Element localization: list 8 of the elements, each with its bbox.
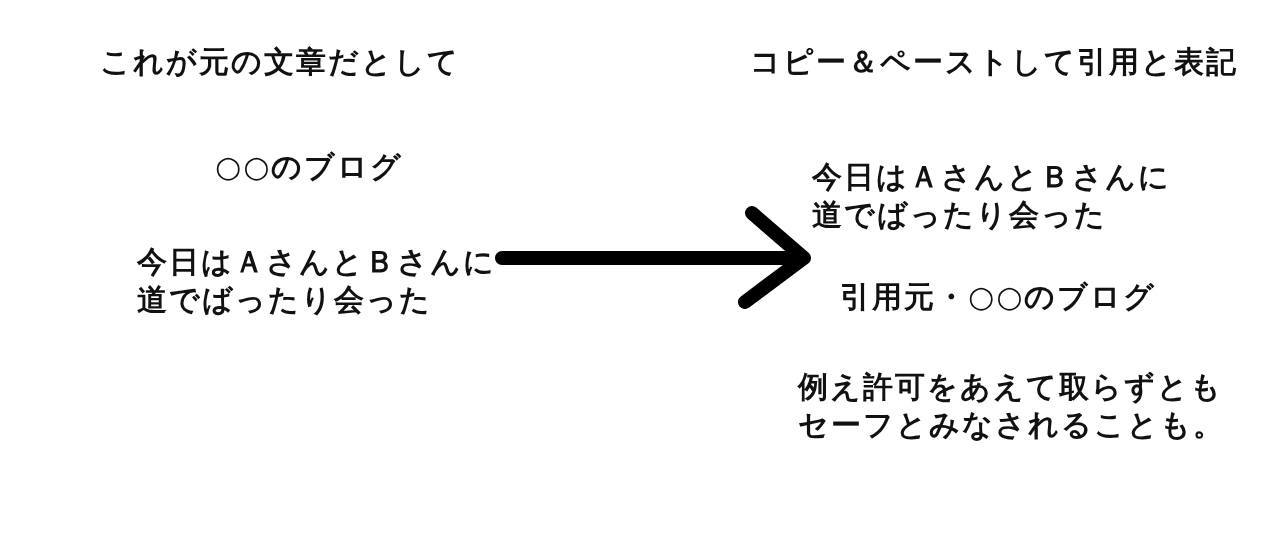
arrow: [495, 206, 811, 309]
note-text: 例え許可をあえて取らずともセーフとみなされることも。: [798, 368, 1226, 444]
heading: コピー＆ペーストして引用と表記: [750, 43, 1239, 81]
heading: これが元の文章だとして: [100, 43, 461, 81]
blog-name: ○○のブログ: [215, 148, 405, 186]
citation-text: 引用元・○○のブログ: [840, 278, 1158, 316]
body-text: 今日はＡさんとＢさんに道でばったり会った: [812, 158, 1182, 234]
body-text: 今日はＡさんとＢさんに道でばったり会った: [137, 243, 507, 319]
